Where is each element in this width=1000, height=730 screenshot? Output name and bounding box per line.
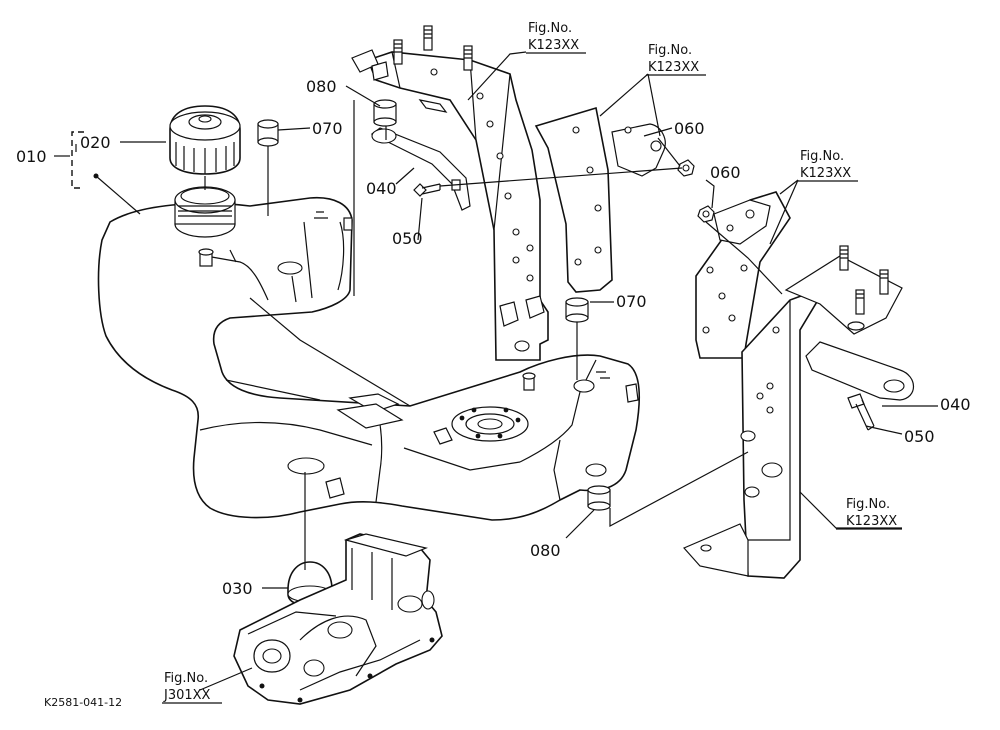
alignment-lines — [204, 100, 783, 570]
assembly-bracket — [71, 131, 84, 189]
spacer-lower — [587, 485, 611, 511]
part-label-030: 030 — [222, 579, 253, 598]
leader-lines — [54, 51, 938, 691]
fuel-tank — [97, 186, 641, 521]
fig-ref-2-title: Fig.No. — [648, 43, 692, 58]
part-label-080-upper: 080 — [306, 77, 337, 96]
part-label-050-left: 050 — [392, 229, 423, 248]
part-label-050-right: 050 — [904, 427, 935, 446]
spacer-upper — [373, 99, 397, 127]
fig-ref-3-title: Fig.No. — [800, 149, 844, 164]
cushion-mid — [565, 297, 589, 323]
fig-ref-1-code: K123XX — [528, 38, 579, 53]
right-support-bracket — [682, 191, 903, 579]
part-label-020: 020 — [80, 133, 111, 152]
part-label-040-left: 040 — [366, 179, 397, 198]
mid-mounting-plate — [534, 106, 666, 293]
figure-references: Fig.No. K123XX Fig.No. K123XX Fig.No. K1… — [162, 21, 902, 704]
part-label-070-mid: 070 — [616, 292, 647, 311]
bolt-right — [847, 393, 875, 431]
bolt-left — [413, 183, 441, 197]
cushion-upper — [257, 119, 279, 147]
part-label-070-upper: 070 — [312, 119, 343, 138]
small-link-plate — [713, 199, 771, 245]
part-label-080-lower: 080 — [530, 541, 561, 560]
tank-stay-right — [805, 341, 915, 401]
left-frame-bracket — [351, 25, 549, 361]
fig-ref-4-title: Fig.No. — [846, 497, 890, 512]
filler-cap — [169, 105, 241, 175]
fig-ref-5-title: Fig.No. — [164, 671, 208, 686]
nut-upper — [677, 159, 695, 177]
part-label-060-upper: 060 — [674, 119, 705, 138]
part-number-labels: 010 020 030 040 040 050 050 060 060 070 … — [16, 77, 971, 598]
part-label-060-lower: 060 — [710, 163, 741, 182]
fig-ref-5-code: J301XX — [163, 688, 211, 703]
transmission-case — [233, 533, 443, 705]
nut-lower — [697, 205, 715, 223]
fig-ref-1-title: Fig.No. — [528, 21, 572, 36]
fig-ref-2-code: K123XX — [648, 60, 699, 75]
fig-ref-3-code: K123XX — [800, 166, 851, 181]
drawing-code: K2581-041-12 — [44, 696, 122, 709]
fig-ref-4-code: K123XX — [846, 514, 897, 529]
part-label-040-right: 040 — [940, 395, 971, 414]
part-label-010: 010 — [16, 147, 47, 166]
